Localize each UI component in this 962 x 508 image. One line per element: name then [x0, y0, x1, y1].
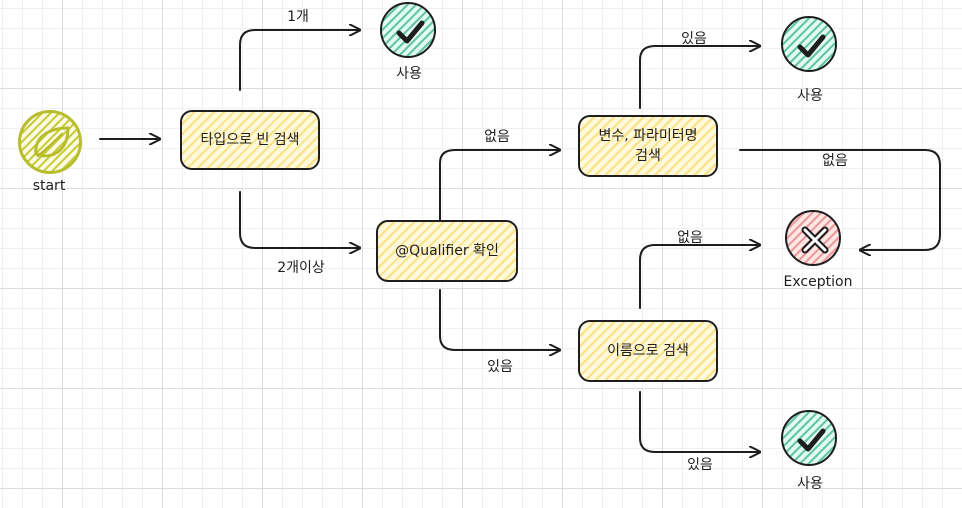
- check-icon: [380, 2, 436, 58]
- arrow-qualifier-exists-to-name: [439, 289, 561, 350]
- type-search-box: 타입으로 빈 검색: [180, 110, 320, 170]
- check-icon: [781, 16, 837, 72]
- arrow-param-none-to-exception: [739, 149, 941, 250]
- param-search-box: 변수, 파라미터명 검색: [578, 115, 718, 177]
- edge-label-one: 1개: [287, 9, 309, 25]
- edge-label-param-exists: 있음: [681, 31, 707, 47]
- cross-icon: [785, 210, 841, 266]
- start-label: start: [32, 178, 66, 194]
- edge-label-name-exists: 있음: [687, 457, 713, 473]
- arrow-name-exists-to-use: [639, 391, 761, 452]
- arrow-two-or-more-to-qualifier: [239, 191, 361, 248]
- name-search-box: 이름으로 검색: [578, 320, 718, 382]
- leaf-icon: [18, 110, 82, 174]
- edge-label-qualifier-none: 없음: [484, 129, 510, 145]
- use-label-2: 사용: [797, 88, 823, 104]
- arrow-one-to-use: [239, 30, 361, 91]
- edge-label-name-none: 없음: [677, 230, 703, 246]
- qualifier-check-box: @Qualifier 확인: [376, 220, 518, 282]
- use-label-3: 사용: [797, 476, 823, 492]
- exception-label: Exception: [783, 274, 853, 290]
- edge-label-two-or-more: 2개이상: [277, 260, 325, 276]
- arrow-param-exists-to-use: [639, 46, 761, 109]
- arrow-qualifier-none-to-param: [439, 150, 561, 221]
- edge-label-qualifier-exists: 있음: [487, 359, 513, 375]
- arrow-name-none-to-exception: [639, 245, 761, 309]
- edge-label-param-none: 없음: [822, 153, 848, 169]
- use-label-1: 사용: [396, 66, 422, 82]
- check-icon: [781, 410, 837, 466]
